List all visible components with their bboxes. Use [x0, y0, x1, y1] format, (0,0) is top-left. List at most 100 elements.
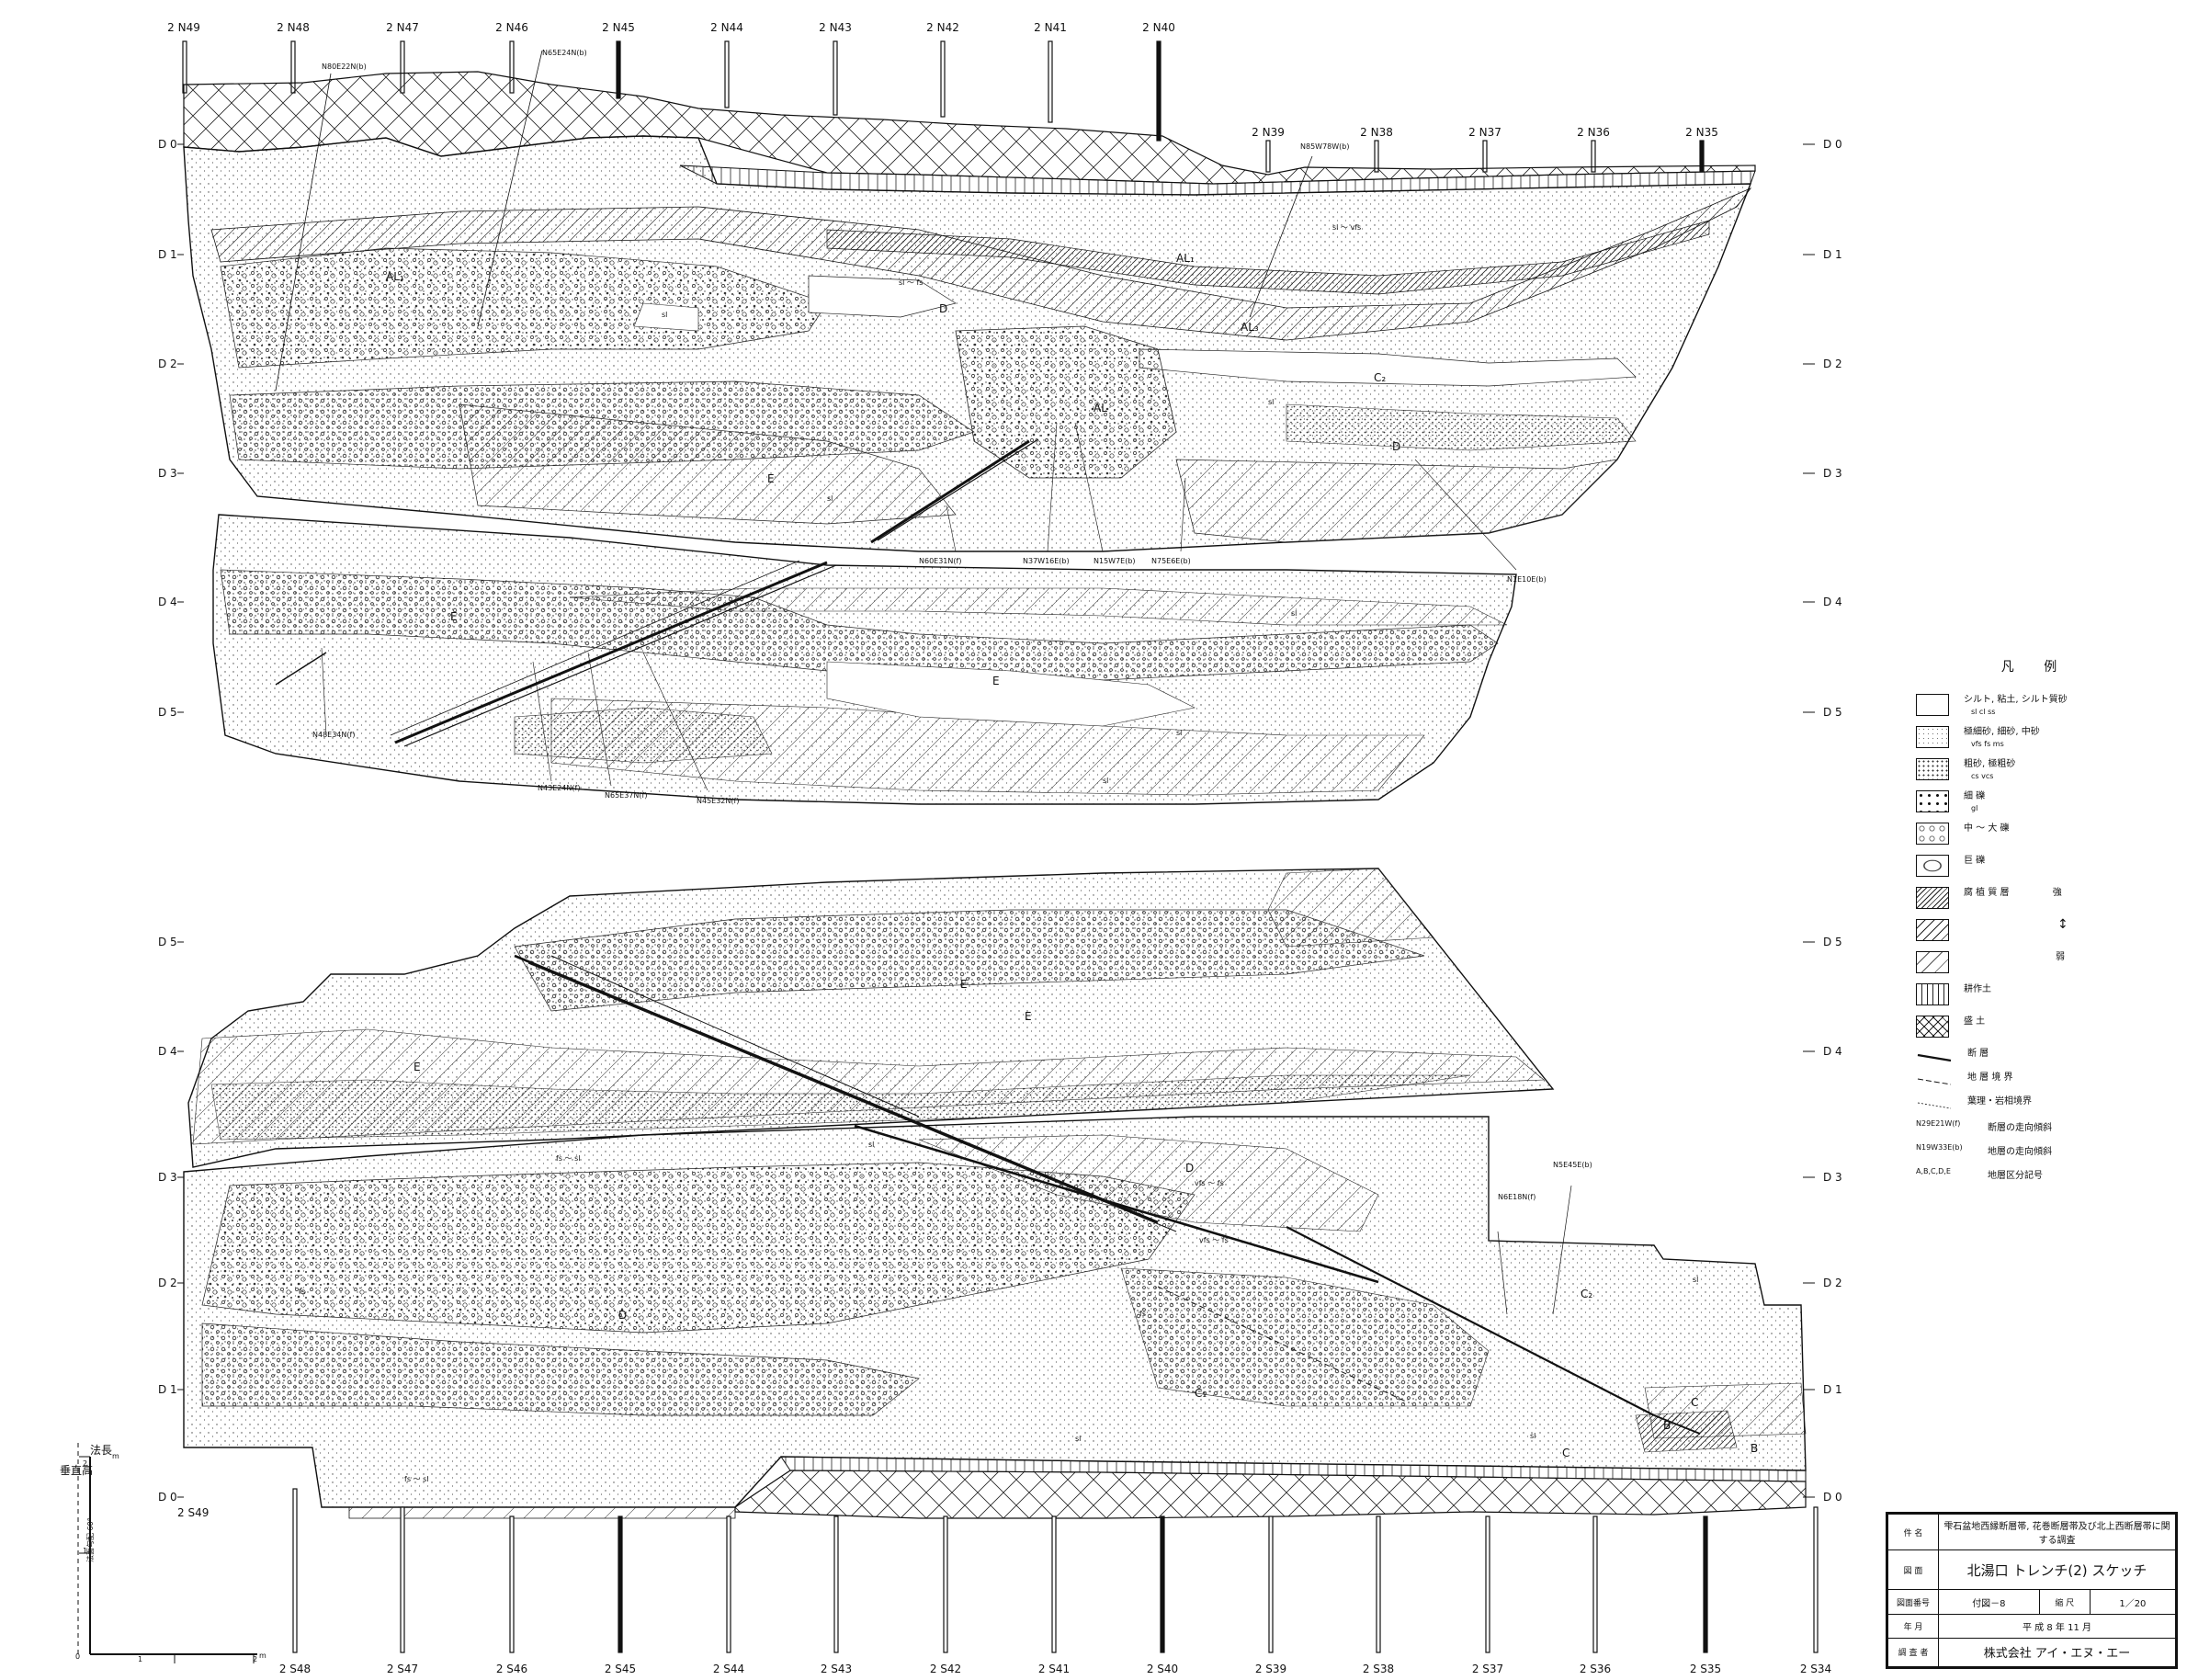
- upper-faults: [275, 50, 1517, 571]
- legend-swatch: [1916, 694, 1949, 716]
- unit-label: C₂: [1581, 1288, 1592, 1300]
- title-key: 図 面: [1887, 1549, 1939, 1591]
- lower-faults-top: [275, 560, 837, 791]
- legend-swatch: [1916, 983, 1949, 1005]
- lower-unit-labels: E E E D D C₁ C₂ C C B B fs ～ sl vfs ～ fs…: [299, 978, 1758, 1483]
- title-block: 件 名 雫石盆地西縁断層帯, 花巻断層帯及び北上西断層帯に関する調査 図 面 北…: [1886, 1512, 2178, 1669]
- station-label: 2 S41: [1038, 1663, 1070, 1675]
- strike-dip-label: N15W7E(b): [1094, 557, 1136, 565]
- station-label: 2 S37: [1472, 1663, 1503, 1675]
- strike-dip-label: N60E31N(f): [919, 557, 961, 565]
- strike-dip-label: N37W16E(b): [1023, 557, 1070, 565]
- depth-labels-left-bottom: D 5 D 4 D 3 D 2 D 1 D 0: [158, 936, 177, 1504]
- legend-swatch: [1916, 758, 1949, 780]
- legend-code: N29E21W(f): [1916, 1119, 1961, 1128]
- legend-label: 巨 礫: [1964, 856, 1986, 866]
- depth-label: D 4: [1823, 596, 1842, 608]
- station-label: 2 S38: [1363, 1663, 1394, 1675]
- surveyor-name: 株式会社 アイ・エヌ・エー: [1938, 1637, 2176, 1668]
- unit-label: C₁: [1195, 1387, 1207, 1400]
- scale-label: 垂直高: [60, 1463, 93, 1477]
- legend-label: 断層の走向傾斜: [1988, 1123, 2052, 1133]
- legend-item: 腐 植 質 層 強: [1916, 887, 2155, 919]
- station-label: 2 N40: [1142, 21, 1175, 34]
- legend-swatch: [1916, 887, 1949, 909]
- unit-label: E: [992, 675, 1000, 687]
- scale-label: m: [112, 1452, 119, 1460]
- lamina-boundary-icon: [1917, 1102, 1952, 1109]
- unit-label: sl: [662, 311, 667, 319]
- depth-label: D 4: [1823, 1045, 1842, 1058]
- unit-label: E: [767, 472, 775, 485]
- unit-label: B: [1751, 1442, 1758, 1455]
- lower-wall-sketch: [177, 868, 1819, 1653]
- unit-label: fs ～ sl: [556, 1154, 580, 1163]
- unit-label: E: [960, 978, 968, 991]
- depth-label: D 4: [158, 1045, 177, 1058]
- unit-label: E: [414, 1061, 421, 1073]
- legend-swatch: [1916, 855, 1949, 877]
- depth-label: D 1: [1823, 248, 1842, 261]
- legend-swatch: [1916, 726, 1949, 748]
- unit-label: D: [618, 1309, 627, 1322]
- legend-item: ↕: [1916, 917, 2155, 951]
- scale-label: m: [259, 1652, 266, 1660]
- legend-label: 葉理・岩相境界: [1967, 1096, 2032, 1107]
- unit-label: vfs ～ fs: [1195, 1179, 1224, 1187]
- station-label: 2 S44: [713, 1663, 744, 1675]
- drawing-number: 付図－8: [1938, 1589, 2040, 1615]
- depth-label: D 2: [1823, 358, 1842, 370]
- station-label: 2 N38: [1360, 126, 1393, 139]
- station-label: 2 N49: [167, 21, 200, 34]
- legend-item: 中 ～ 大 礫: [1916, 823, 2155, 855]
- legend-code: N19W33E(b): [1916, 1143, 1963, 1152]
- depth-label: D 3: [1823, 1171, 1842, 1184]
- depth-labels-right-top: D 0 D 1 D 2 D 3 D 4 D 5: [1823, 138, 1842, 719]
- survey-subject: 雫石盆地西縁断層帯, 花巻断層帯及び北上西断層帯に関する調査: [1938, 1513, 2176, 1551]
- legend-swatch: [1916, 790, 1949, 812]
- scale-label: 法長: [90, 1444, 112, 1457]
- upper-unit-labels: AL₁ AL₁ AL₃ AL D D C₂ E E E sl ～ fs sl ～…: [386, 223, 1400, 785]
- legend-label: 極細砂, 細砂, 中砂: [1964, 727, 2040, 737]
- scale-label: 法面勾配 60°: [85, 1517, 95, 1562]
- upper-wall-sketch: [177, 40, 1815, 805]
- depth-label: D 3: [158, 467, 177, 480]
- legend-item: N29E21W(f) 断層の走向傾斜: [1916, 1119, 2155, 1143]
- arrow-updown-icon: ↕: [2057, 917, 2068, 932]
- scale-label: 2: [253, 1655, 257, 1663]
- legend-label: シルト, 粘土, シルト質砂: [1964, 695, 2068, 705]
- legend-label: 盛 土: [1964, 1016, 1986, 1027]
- drawing-scale: 1／20: [2089, 1589, 2177, 1615]
- station-label: 2 S42: [930, 1663, 961, 1675]
- unit-label: C₂: [1374, 371, 1386, 384]
- depth-label: D 3: [1823, 467, 1842, 480]
- bottom-station-stakes: [292, 1488, 1819, 1653]
- unit-label: sl: [1075, 1435, 1081, 1443]
- depth-label: D 0: [1823, 138, 1842, 151]
- unit-label: sl: [868, 1141, 874, 1149]
- legend-item: 耕作土: [1916, 983, 2155, 1016]
- legend-sublabel: cs vcs: [1971, 772, 1994, 780]
- station-label: 2 S34: [1800, 1663, 1831, 1675]
- unit-label: sl: [1693, 1276, 1698, 1284]
- drawing-title: 北湯口 トレンチ(2) スケッチ: [1938, 1549, 2176, 1591]
- unit-label: sl ～ vfs: [1332, 223, 1361, 232]
- legend-swatch: [1916, 1016, 1949, 1038]
- depth-label: D 4: [158, 596, 177, 608]
- station-label: 2 N48: [277, 21, 310, 34]
- legend-item: N19W33E(b) 地層の走向傾斜: [1916, 1143, 2155, 1167]
- legend-weak: 弱: [2056, 952, 2065, 962]
- depth-label: D 5: [158, 936, 177, 948]
- strike-dip-label: N48E34N(f): [312, 731, 355, 739]
- station-label: 2 S45: [605, 1663, 636, 1675]
- strike-dip-label: N5E45E(b): [1553, 1161, 1592, 1169]
- legend-label: 地 層 境 界: [1967, 1073, 2013, 1083]
- unit-label: AL₁: [386, 270, 404, 283]
- legend-item: 葉理・岩相境界: [1916, 1095, 2155, 1119]
- strike-dip-label: N6E18N(f): [1498, 1193, 1535, 1201]
